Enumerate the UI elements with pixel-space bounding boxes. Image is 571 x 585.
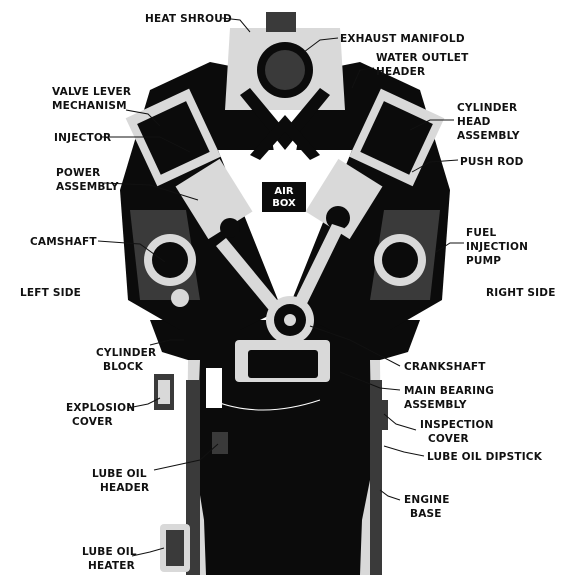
- label-cylinder-head-3: ASSEMBLY: [457, 130, 520, 142]
- label-injector: INJECTOR: [54, 132, 111, 144]
- label-explosion-cover-1: EXPLOSION: [66, 402, 135, 414]
- side-accessories-shape: [154, 374, 388, 572]
- label-cylinder-head-1: CYLINDER: [457, 102, 517, 114]
- label-main-bearing-1: MAIN BEARING: [404, 385, 494, 397]
- label-right-side: RIGHT SIDE: [486, 287, 556, 299]
- air-box-label-2: BOX: [272, 198, 296, 209]
- label-water-outlet-1: WATER OUTLET: [376, 52, 469, 64]
- exhaust-manifold-shape: [225, 12, 345, 160]
- callout-labels: HEAT SHROUD EXHAUST MANIFOLD WATER OUTLE…: [20, 13, 556, 572]
- label-cylinder-block-1: CYLINDER: [96, 347, 156, 359]
- engine-base-shape: [186, 360, 382, 575]
- label-fuel-injection-3: PUMP: [466, 255, 501, 267]
- label-valve-lever-2: MECHANISM: [52, 100, 127, 112]
- label-exhaust-manifold: EXHAUST MANIFOLD: [340, 33, 465, 45]
- label-camshaft: CAMSHAFT: [30, 236, 97, 248]
- label-lube-oil-heater-2: HEATER: [88, 560, 135, 572]
- air-box-shape: [218, 150, 352, 300]
- label-fuel-injection-1: FUEL: [466, 227, 496, 239]
- label-crankshaft: CRANKSHAFT: [404, 361, 486, 373]
- label-inspection-cover-1: INSPECTION: [420, 419, 494, 431]
- label-power-assembly-1: POWER: [56, 167, 100, 179]
- label-cylinder-head-2: HEAD: [457, 116, 491, 128]
- label-push-rod: PUSH ROD: [460, 156, 524, 168]
- air-box-label-1: AIR: [274, 186, 293, 197]
- crankshaft-shape: [266, 296, 314, 344]
- label-inspection-cover-2: COVER: [428, 433, 469, 445]
- label-lube-oil-header-2: HEADER: [100, 482, 149, 494]
- label-main-bearing-2: ASSEMBLY: [404, 399, 467, 411]
- label-engine-base-1: ENGINE: [404, 494, 450, 506]
- label-power-assembly-2: ASSEMBLY: [56, 181, 119, 193]
- label-heat-shroud: HEAT SHROUD: [145, 13, 232, 25]
- label-lube-oil-heater-1: LUBE OIL: [82, 546, 137, 558]
- label-water-outlet-2: HEADER: [376, 66, 425, 78]
- leader-lines: [97, 17, 464, 557]
- label-explosion-cover-2: COVER: [72, 416, 113, 428]
- label-fuel-injection-2: INJECTION: [466, 241, 528, 253]
- label-left-side: LEFT SIDE: [20, 287, 81, 299]
- label-valve-lever-1: VALVE LEVER: [52, 86, 131, 98]
- label-lube-oil-dipstick: LUBE OIL DIPSTICK: [427, 451, 543, 463]
- label-cylinder-block-2: BLOCK: [103, 361, 144, 373]
- label-engine-base-2: BASE: [410, 508, 442, 520]
- label-lube-oil-header-1: LUBE OIL: [92, 468, 147, 480]
- engine-illustration: [120, 12, 450, 575]
